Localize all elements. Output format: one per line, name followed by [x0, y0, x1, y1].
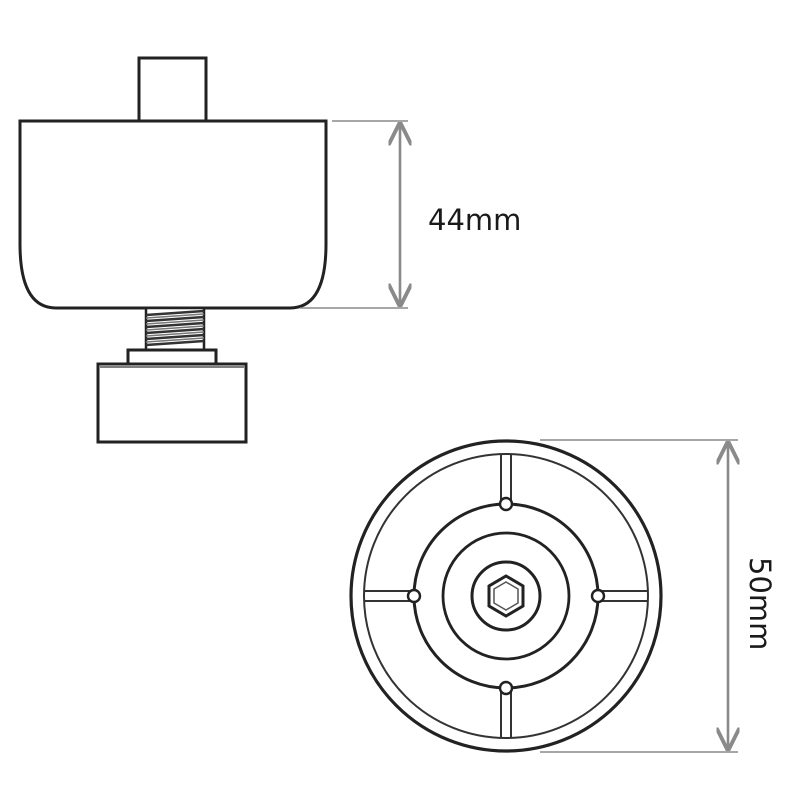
- height-dimension-label: 44mm: [428, 203, 521, 237]
- washer: [126, 348, 218, 366]
- diameter-dimension: [540, 439, 738, 753]
- inner-rim: [363, 453, 649, 739]
- rib-pegs: [406, 496, 606, 696]
- hex-socket: [487, 574, 525, 618]
- ribs: [364, 454, 648, 738]
- diameter-dimension-label: 50mm: [743, 557, 777, 650]
- threaded-bolt: [144, 306, 206, 352]
- foot-body: [18, 119, 328, 310]
- top-stem: [137, 56, 208, 126]
- base-pad: [96, 362, 248, 444]
- side-view: 44mm: [18, 56, 521, 444]
- bottom-view: 50mm: [349, 439, 777, 753]
- height-dimension: [300, 120, 408, 309]
